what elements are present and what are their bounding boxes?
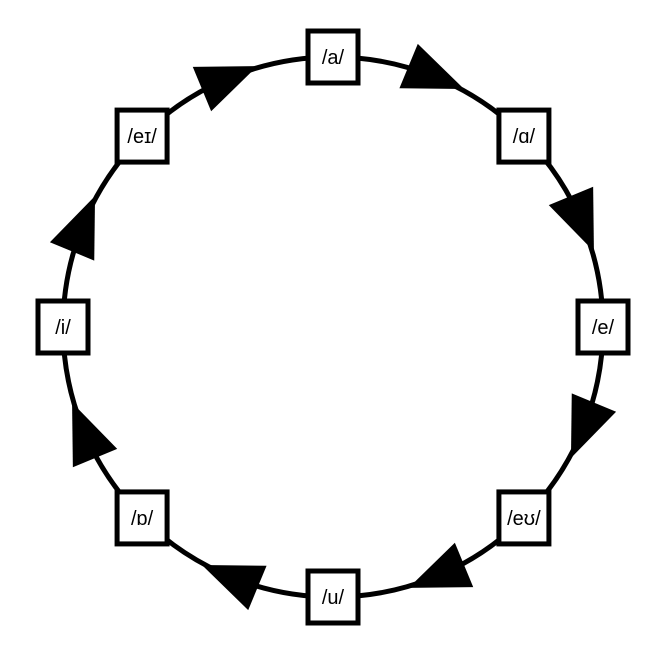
arrow-head-icon — [570, 393, 617, 459]
arrow-head-icon — [192, 66, 258, 112]
node-label: /i/ — [55, 317, 71, 339]
node-label: /e/ — [592, 317, 615, 339]
phoneme-node: /e/ — [575, 298, 631, 356]
node-label: /ɒ/ — [131, 508, 154, 530]
arrow-head-icon — [49, 195, 96, 261]
phoneme-node: /eɪ/ — [114, 107, 170, 165]
arrow-head-icon — [201, 564, 267, 611]
node-label: /u/ — [322, 587, 345, 609]
arrow-head-icon — [72, 402, 118, 468]
phoneme-node: /eʊ/ — [496, 489, 552, 547]
node-box — [114, 107, 170, 165]
node-box — [305, 28, 361, 86]
phoneme-node: /ɑ/ — [496, 107, 552, 165]
arrow-head-icon — [408, 542, 474, 588]
node-label: /ɑ/ — [513, 126, 536, 148]
node-box — [114, 489, 170, 547]
phoneme-node: /a/ — [305, 28, 361, 86]
node-box — [496, 489, 552, 547]
phoneme-node: /i/ — [35, 298, 91, 356]
node-box — [305, 568, 361, 626]
node-label: /eʊ/ — [507, 508, 541, 530]
node-label: /eɪ/ — [127, 126, 157, 148]
node-box — [496, 107, 552, 165]
arrow-head-icon — [548, 186, 594, 252]
arrow-head-icon — [399, 43, 465, 90]
phoneme-node: /u/ — [305, 568, 361, 626]
phoneme-node: /ɒ/ — [114, 489, 170, 547]
node-label: /a/ — [322, 47, 345, 69]
node-box — [35, 298, 91, 356]
node-box — [575, 298, 631, 356]
